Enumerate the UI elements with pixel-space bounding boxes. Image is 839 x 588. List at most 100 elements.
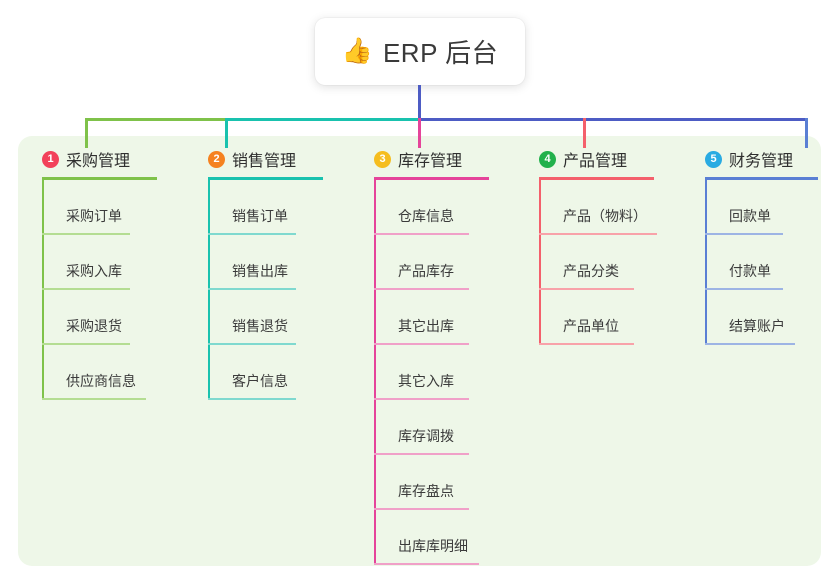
bus-segment-1 xyxy=(85,118,225,121)
leaf-label: 仓库信息 xyxy=(398,208,454,224)
leaf-underline xyxy=(208,343,296,345)
branch-number-badge: 5 xyxy=(705,150,722,168)
branch-spine xyxy=(374,180,376,565)
leaf-node[interactable]: 产品单位 xyxy=(527,290,692,345)
leaf-underline xyxy=(374,453,469,455)
branch-number-badge: 3 xyxy=(374,150,391,168)
leaf-node[interactable]: 采购入库 xyxy=(30,235,190,290)
branch-header-5[interactable]: 5 财务管理 xyxy=(693,146,833,172)
leaf-label: 采购退货 xyxy=(66,318,122,334)
leaf-label: 销售退货 xyxy=(232,318,288,334)
leaf-node[interactable]: 其它出库 xyxy=(362,290,522,345)
leaf-underline xyxy=(208,398,296,400)
leaf-underline xyxy=(374,288,469,290)
leaf-node[interactable]: 采购退货 xyxy=(30,290,190,345)
diagram-canvas xyxy=(18,136,821,566)
root-stem-connector xyxy=(418,85,421,118)
branch-spine xyxy=(705,180,707,345)
leaf-node[interactable]: 其它入库 xyxy=(362,345,522,400)
leaf-underline xyxy=(374,343,469,345)
branch-underline xyxy=(539,177,654,180)
leaf-underline xyxy=(539,233,657,235)
leaf-node[interactable]: 产品分类 xyxy=(527,235,692,290)
branch-header-1[interactable]: 1 采购管理 xyxy=(30,146,190,172)
leaf-node[interactable]: 仓库信息 xyxy=(362,180,522,235)
leaf-label: 产品单位 xyxy=(563,318,619,334)
branch-采购管理: 1 采购管理采购订单采购入库采购退货供应商信息 xyxy=(30,146,190,400)
branch-drop-5 xyxy=(805,118,808,148)
leaf-underline xyxy=(42,398,146,400)
bus-segment-3 xyxy=(418,118,808,121)
leaf-label: 其它入库 xyxy=(398,373,454,389)
leaf-node[interactable]: 采购订单 xyxy=(30,180,190,235)
leaf-label: 产品分类 xyxy=(563,263,619,279)
branch-财务管理: 5 财务管理回款单付款单结算账户 xyxy=(693,146,833,345)
leaf-underline xyxy=(705,233,783,235)
branch-spine xyxy=(42,180,44,400)
leaf-label: 出库库明细 xyxy=(398,538,468,554)
leaf-underline xyxy=(374,508,469,510)
branch-title: 财务管理 xyxy=(729,153,794,170)
leaf-list: 产品（物料） 产品分类产品单位 xyxy=(527,180,692,345)
leaf-underline xyxy=(208,288,296,290)
root-node-card[interactable]: 👍 ERP 后台 xyxy=(315,18,525,85)
branch-title: 库存管理 xyxy=(398,153,463,170)
leaf-label: 客户信息 xyxy=(232,373,288,389)
leaf-label: 产品库存 xyxy=(398,263,454,279)
leaf-underline xyxy=(374,563,479,565)
leaf-label: 库存盘点 xyxy=(398,483,454,499)
branch-spine xyxy=(208,180,210,400)
branch-number-badge: 1 xyxy=(42,150,59,168)
leaf-node[interactable]: 供应商信息 xyxy=(30,345,190,400)
leaf-list: 销售订单销售出库销售退货客户信息 xyxy=(196,180,356,400)
thumbs-up-icon: 👍 xyxy=(341,37,373,65)
leaf-node[interactable]: 付款单 xyxy=(693,235,833,290)
leaf-node[interactable]: 回款单 xyxy=(693,180,833,235)
branch-spine xyxy=(539,180,541,345)
branch-drop-2 xyxy=(225,118,228,148)
leaf-label: 结算账户 xyxy=(729,318,785,334)
branch-number-badge: 2 xyxy=(208,150,225,168)
leaf-underline xyxy=(42,343,130,345)
leaf-label: 供应商信息 xyxy=(66,373,136,389)
branch-header-4[interactable]: 4 产品管理 xyxy=(527,146,692,172)
leaf-node[interactable]: 销售退货 xyxy=(196,290,356,345)
leaf-underline xyxy=(374,398,469,400)
leaf-list: 回款单付款单结算账户 xyxy=(693,180,833,345)
branch-header-3[interactable]: 3 库存管理 xyxy=(362,146,522,172)
leaf-node[interactable]: 库存盘点 xyxy=(362,455,522,510)
leaf-list: 采购订单采购入库采购退货供应商信息 xyxy=(30,180,190,400)
leaf-node[interactable]: 销售订单 xyxy=(196,180,356,235)
root-node-title: ERP 后台 xyxy=(382,38,499,68)
leaf-node[interactable]: 产品库存 xyxy=(362,235,522,290)
leaf-underline xyxy=(539,288,634,290)
leaf-underline xyxy=(705,343,795,345)
branch-underline xyxy=(208,177,323,180)
leaf-label: 销售出库 xyxy=(232,263,288,279)
branch-title: 产品管理 xyxy=(563,153,628,170)
leaf-label: 采购入库 xyxy=(66,263,122,279)
leaf-label: 其它出库 xyxy=(398,318,454,334)
branch-drop-3 xyxy=(418,118,421,148)
leaf-underline xyxy=(705,288,783,290)
leaf-underline xyxy=(539,343,634,345)
bus-segment-2 xyxy=(225,118,418,121)
leaf-node[interactable]: 销售出库 xyxy=(196,235,356,290)
leaf-node[interactable]: 产品（物料） xyxy=(527,180,692,235)
leaf-underline xyxy=(208,233,296,235)
branch-产品管理: 4 产品管理产品（物料） 产品分类产品单位 xyxy=(527,146,692,345)
leaf-underline xyxy=(42,288,130,290)
branch-number-badge: 4 xyxy=(539,150,556,168)
leaf-node[interactable]: 出库库明细 xyxy=(362,510,522,565)
leaf-label: 库存调拨 xyxy=(398,428,454,444)
branch-title: 采购管理 xyxy=(66,153,131,170)
leaf-label: 产品（物料） xyxy=(563,208,647,224)
branch-underline xyxy=(42,177,157,180)
leaf-node[interactable]: 库存调拨 xyxy=(362,400,522,455)
branch-underline xyxy=(374,177,489,180)
branch-underline xyxy=(705,177,818,180)
leaf-node[interactable]: 结算账户 xyxy=(693,290,833,345)
leaf-node[interactable]: 客户信息 xyxy=(196,345,356,400)
